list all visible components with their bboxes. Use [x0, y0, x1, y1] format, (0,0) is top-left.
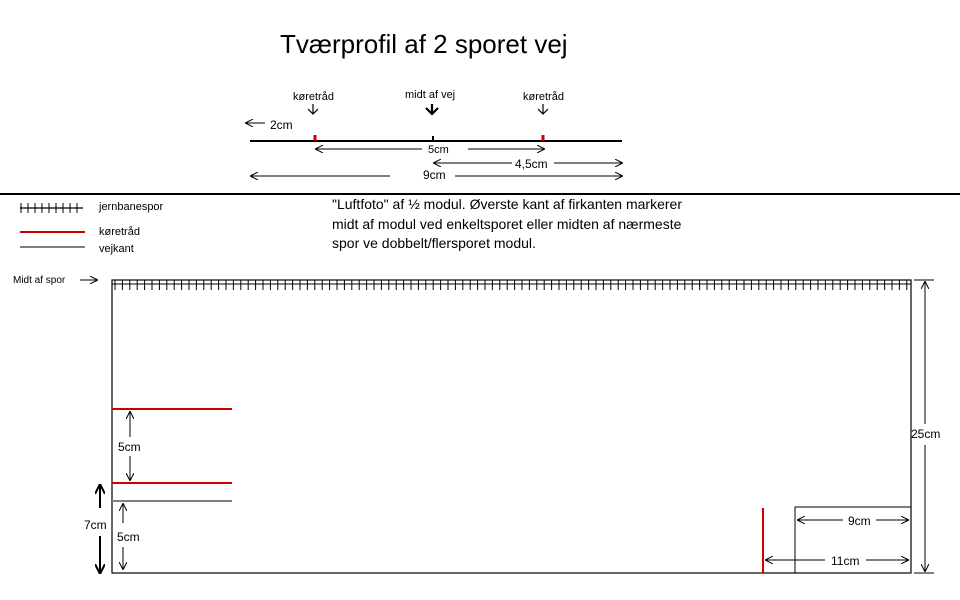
dim-inner-box	[794, 506, 912, 574]
dim-45cm-label: 4,5cm	[515, 157, 548, 171]
profile-label-mid: midt af vej	[405, 89, 455, 101]
page-title: Tværprofil af 2 sporet vej	[280, 29, 568, 59]
profile-label-left: køretråd	[293, 91, 334, 103]
dim-9cm-label: 9cm	[423, 168, 446, 182]
pointer-arrow-mid	[425, 104, 439, 116]
dim-2cm-label: 2cm	[270, 118, 293, 132]
note-line-1: "Luftfoto" af ½ modul. Øverste kant af f…	[332, 196, 682, 212]
note-line-2: midt af modul ved enkeltsporet eller mid…	[332, 216, 682, 232]
dim-5cm-label: 5cm	[428, 144, 449, 156]
module-rectangle	[111, 279, 912, 574]
dim-9cm-plan-label: 9cm	[848, 514, 871, 528]
plan-view: Midt af spor 5cm 5cm 7cm 25cm 9cm	[13, 275, 940, 573]
legend: jernbanespor køretråd vejkant	[20, 201, 164, 255]
legend-label-roadedge: vejkant	[99, 243, 134, 255]
dim-25cm-label: 25cm	[911, 427, 940, 441]
legend-track-ties	[20, 203, 78, 213]
dim-11cm-label: 11cm	[831, 554, 859, 568]
legend-label-wire: køretråd	[99, 226, 140, 238]
track-ties	[114, 280, 908, 290]
pointer-arrow-right	[537, 104, 549, 115]
pointer-arrow-left	[307, 104, 319, 115]
track-center-label: Midt af spor	[13, 275, 66, 286]
dim-5cm-lower-label: 5cm	[117, 530, 140, 544]
dim-7cm-label: 7cm	[84, 518, 107, 532]
dim-5cm-upper-label: 5cm	[118, 440, 141, 454]
profile-label-right: køretråd	[523, 91, 564, 103]
note-line-3: spor ve dobbelt/flersporet modul.	[332, 235, 536, 251]
legend-label-track: jernbanespor	[98, 201, 164, 213]
cross-profile: køretråd midt af vej køretråd 2cm 5cm 4,…	[246, 89, 622, 182]
